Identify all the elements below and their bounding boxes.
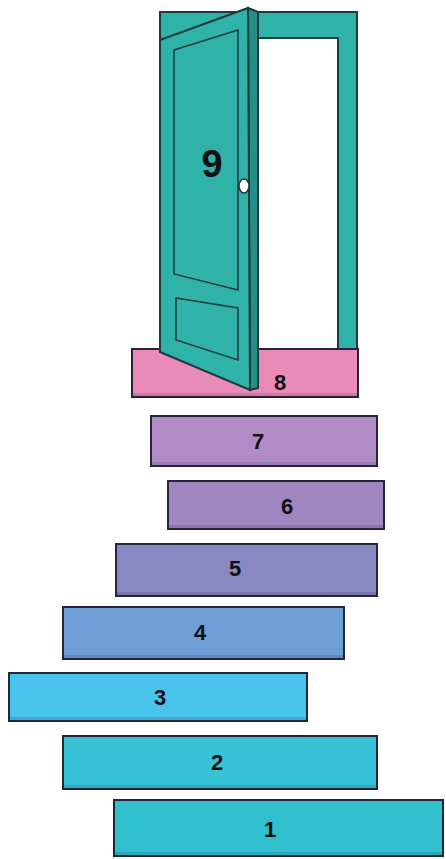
step-number: 5: [229, 558, 241, 580]
stair-step: 3: [8, 672, 308, 722]
door-inset: [174, 30, 238, 290]
stair-step: 1: [113, 799, 444, 857]
door: 9: [158, 6, 260, 392]
frame-edge: [337, 38, 339, 354]
step-number: 6: [281, 496, 293, 518]
door-inset: [176, 298, 238, 360]
door-panel: [160, 8, 250, 390]
stair-step: 5: [115, 543, 378, 597]
stair-step: 2: [62, 735, 378, 790]
step-number: 4: [194, 622, 206, 644]
stair-step: 6: [167, 480, 385, 530]
stair-step: 4: [62, 606, 345, 660]
step-number: 1: [264, 819, 276, 841]
step-number: 2: [211, 752, 223, 774]
step-number: 8: [274, 372, 286, 394]
step-number: 7: [252, 431, 264, 453]
step-number: 3: [154, 687, 166, 709]
stair-step: 7: [150, 415, 378, 467]
door-knob: [239, 179, 249, 193]
door-shape: [158, 6, 260, 392]
door-number: 9: [201, 145, 222, 183]
